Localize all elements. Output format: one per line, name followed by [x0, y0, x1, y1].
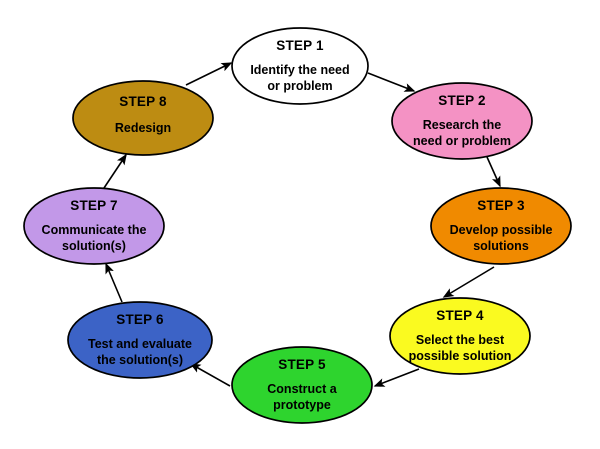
step-node-4: STEP 4 Select the best possible solution — [389, 297, 531, 375]
step-label-3-line2: solutions — [473, 239, 529, 253]
step-ellipse-2 — [391, 82, 533, 160]
step-title-7: STEP 7 — [70, 198, 117, 213]
step-ellipse-8 — [72, 80, 214, 156]
step-label-6-line2: the solution(s) — [97, 353, 183, 367]
step-node-8: STEP 8 Redesign — [72, 80, 214, 156]
step-node-1: STEP 1 Identify the need or problem — [231, 27, 369, 105]
step-label-7-line1: Communicate the — [42, 223, 147, 237]
step-label-5-line1: Construct a — [267, 382, 338, 396]
flow-arrow-step3-to-step4 — [442, 266, 495, 298]
step-ellipse-1 — [231, 27, 369, 105]
step-label-6-line1: Test and evaluate — [88, 337, 192, 351]
flow-arrow-step7-to-step8 — [103, 153, 127, 189]
step-node-5: STEP 5 Construct a prototype — [231, 346, 373, 424]
step-title-3: STEP 3 — [477, 198, 525, 213]
step-ellipse-5 — [231, 346, 373, 424]
flow-arrow-step2-to-step3 — [486, 156, 501, 188]
step-node-2: STEP 2 Research the need or problem — [391, 82, 533, 160]
flow-arrow-step5-to-step6 — [189, 363, 231, 387]
step-node-7: STEP 7 Communicate the solution(s) — [23, 187, 165, 265]
step-title-4: STEP 4 — [436, 308, 484, 323]
step-ellipse-3 — [430, 187, 572, 265]
step-label-4-line2: possible solution — [409, 349, 512, 363]
step-label-5-line2: prototype — [273, 398, 331, 412]
flow-arrow-step6-to-step7 — [105, 262, 123, 303]
flow-arrow-step4-to-step5 — [373, 368, 420, 387]
step-title-5: STEP 5 — [278, 357, 326, 372]
step-node-3: STEP 3 Develop possible solutions — [430, 187, 572, 265]
step-title-2: STEP 2 — [438, 93, 485, 108]
flow-arrow-step1-to-step2 — [367, 72, 416, 92]
step-label-7-line2: solution(s) — [62, 239, 126, 253]
step-ellipse-6 — [67, 301, 213, 379]
step-node-6: STEP 6 Test and evaluate the solution(s) — [67, 301, 213, 379]
flow-arrow-step8-to-step1 — [185, 62, 233, 86]
step-label-1-line2: or problem — [267, 79, 332, 93]
step-label-2-line2: need or problem — [413, 134, 511, 148]
step-title-6: STEP 6 — [116, 312, 164, 327]
step-title-1: STEP 1 — [276, 38, 324, 53]
step-label-1-line1: Identify the need — [250, 63, 349, 77]
step-title-8: STEP 8 — [119, 94, 167, 109]
step-label-2-line1: Research the — [423, 118, 502, 132]
step-label-8-line1: Redesign — [115, 121, 171, 135]
step-label-3-line1: Develop possible — [450, 223, 553, 237]
step-label-4-line1: Select the best — [416, 333, 505, 347]
step-ellipse-4 — [389, 297, 531, 375]
step-ellipse-7 — [23, 187, 165, 265]
